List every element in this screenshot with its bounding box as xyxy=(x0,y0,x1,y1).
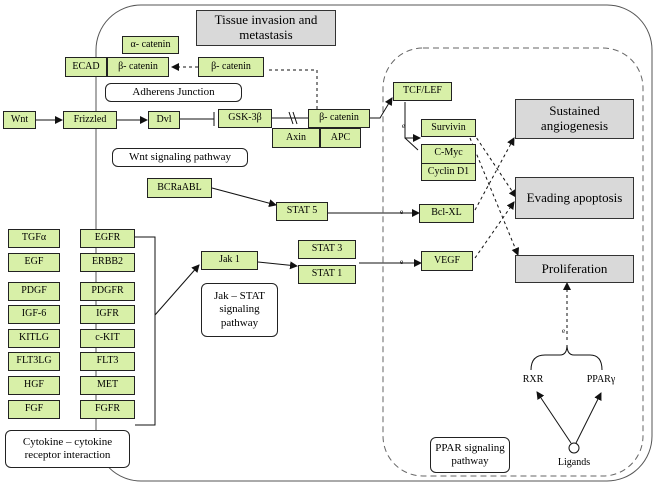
cytokine-label: Cytokine – cytokine receptor interaction xyxy=(5,430,130,468)
node-bcl-xl: Bcl-XL xyxy=(419,204,474,223)
edge-mark-ppar: e xyxy=(562,327,566,335)
ligands-node xyxy=(568,442,580,454)
node-rxr: RXR xyxy=(522,373,544,385)
node-pparg: PPARγ xyxy=(586,373,616,385)
edge-bcat-junction xyxy=(266,69,318,109)
node-tcf-lef: TCF/LEF xyxy=(393,82,452,101)
node-bcrabl: BCRaABL xyxy=(147,178,212,198)
ppar-brace xyxy=(530,344,603,371)
edge-survivin-apoptosis xyxy=(469,127,517,198)
node-met: MET xyxy=(80,376,135,395)
node-gsk3b: GSK-3β xyxy=(218,109,272,128)
receptor-bracket xyxy=(135,236,156,426)
tissue-invasion-box: Tissue invasion and metastasis xyxy=(196,10,336,46)
node-pdgfr: PDGFR xyxy=(80,282,135,301)
node-stat3: STAT 3 xyxy=(298,240,356,259)
node-igf6: IGF-6 xyxy=(8,305,60,324)
edge-jak-stat xyxy=(257,261,298,270)
node-hgf: HGF xyxy=(8,376,60,395)
nucleus-boundary xyxy=(382,47,644,477)
wnt-pathway-label: Wnt signaling pathway xyxy=(112,148,248,167)
edge-vegf-evading xyxy=(474,201,515,259)
node-tgfa: TGFα xyxy=(8,229,60,248)
node-flt3lg: FLT3LG xyxy=(8,352,60,371)
node-cyclin-d1: Cyclin D1 xyxy=(421,163,476,181)
adherens-junction-label: Adherens Junction xyxy=(105,83,242,102)
node-jak1: Jak 1 xyxy=(201,251,258,270)
node-erbb2: ERBB2 xyxy=(80,253,135,272)
node-ecad: ECAD xyxy=(65,57,107,77)
node-cmyc: C-Myc xyxy=(421,144,476,164)
edge-bcl-angio xyxy=(474,137,515,211)
edge-bcat-tcf xyxy=(370,97,393,119)
edge-survivin-prolif xyxy=(469,137,520,256)
edge-tcf-targets xyxy=(404,102,421,142)
node-axin: Axin xyxy=(272,128,320,148)
node-frizzled: Frizzled xyxy=(63,111,117,129)
node-flt3: FLT3 xyxy=(80,352,135,371)
node-stat1: STAT 1 xyxy=(298,265,356,284)
node-ligands: Ligands xyxy=(557,456,591,468)
evading-apoptosis-box: Evading apoptosis xyxy=(515,177,634,219)
node-beta-catenin-junction: β- catenin xyxy=(107,57,169,77)
jak-stat-label: Jak – STAT signaling pathway xyxy=(201,283,278,337)
node-vegf: VEGF xyxy=(421,251,473,271)
node-egfr: EGFR xyxy=(80,229,135,248)
edge-mark-bcl: e xyxy=(400,208,404,216)
edge-bcr-stat5 xyxy=(211,187,277,208)
edge-ligands-rxr xyxy=(536,391,572,444)
node-stat5: STAT 5 xyxy=(276,202,328,221)
node-dvl: Dvl xyxy=(148,111,180,129)
ppar-label: PPAR signaling pathway xyxy=(430,437,510,473)
edge-receptors-jak xyxy=(154,264,200,316)
node-fgf: FGF xyxy=(8,400,60,419)
node-kitlg: KITLG xyxy=(8,329,60,348)
node-alpha-catenin: α- catenin xyxy=(122,36,179,54)
edge-mark-vegf: e xyxy=(400,258,404,266)
node-ckit: c-KIT xyxy=(80,329,135,348)
node-fgfr: FGFR xyxy=(80,400,135,419)
cell-boundary xyxy=(95,4,653,482)
node-apc: APC xyxy=(320,128,361,148)
node-beta-catenin-free: β- catenin xyxy=(198,57,264,77)
node-pdgf: PDGF xyxy=(8,282,60,301)
node-igfr: IGFR xyxy=(80,305,135,324)
edge-mark-tcf: e xyxy=(402,122,406,130)
proliferation-box: Proliferation xyxy=(515,255,634,283)
node-beta-catenin-complex: β- catenin xyxy=(308,109,370,128)
node-egf: EGF xyxy=(8,253,60,272)
angiogenesis-box: Sustained angiogenesis xyxy=(515,99,634,139)
node-wnt: Wnt xyxy=(3,111,36,129)
node-survivin: Survivin xyxy=(421,119,476,137)
edge-ligands-pparg xyxy=(575,392,602,444)
